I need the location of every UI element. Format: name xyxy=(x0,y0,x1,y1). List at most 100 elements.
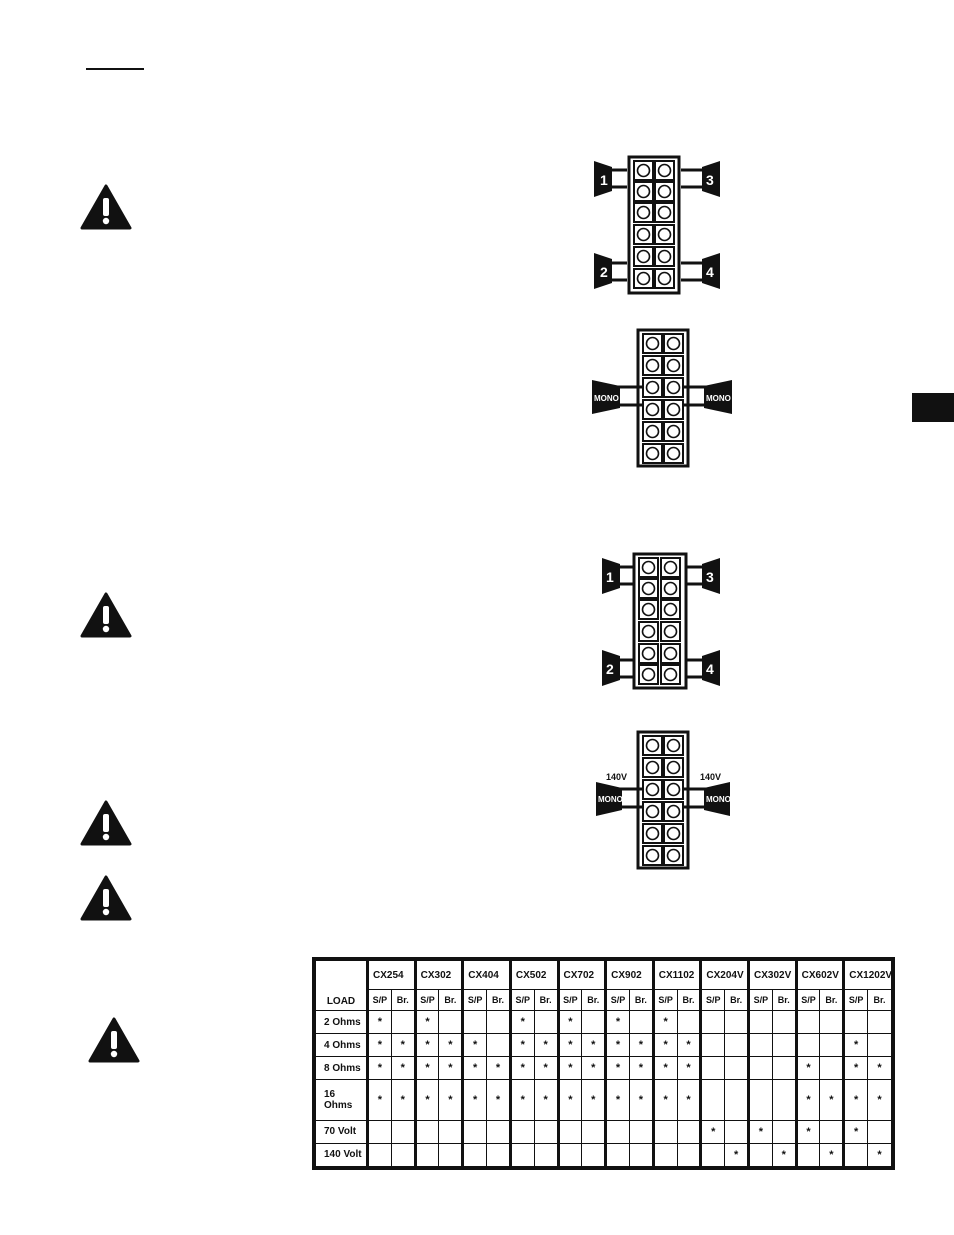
table-cell xyxy=(699,1056,726,1081)
table-cell: * xyxy=(486,1056,511,1081)
table-cell xyxy=(486,1119,511,1144)
table-cell: * xyxy=(842,1079,869,1121)
table-cell: * xyxy=(413,1009,440,1035)
table-cell: * xyxy=(413,1033,440,1058)
bridged-header: Br. xyxy=(628,989,654,1011)
table-cell xyxy=(699,1009,726,1035)
table-cell xyxy=(366,1142,392,1168)
wiring-diagram-mono-bridge: MONO MONO xyxy=(592,328,732,468)
table-cell xyxy=(461,1119,488,1144)
table-cell: * xyxy=(794,1079,821,1121)
voltage-left-label: 140V xyxy=(606,772,627,782)
header-rule xyxy=(86,68,144,70)
table-cell xyxy=(461,1009,488,1035)
sp-header: S/P xyxy=(461,989,488,1011)
wiring-diagram-four-channel-v: 1 3 2 4 xyxy=(600,552,722,692)
warning-icon xyxy=(80,592,132,638)
table-cell xyxy=(486,1033,511,1058)
table-cell: * xyxy=(556,1079,583,1121)
table-cell: * xyxy=(604,1079,630,1121)
speaker-2-label: 2 xyxy=(600,264,608,280)
table-cell: * xyxy=(628,1079,654,1121)
table-cell xyxy=(461,1142,488,1168)
table-cell xyxy=(390,1009,416,1035)
table-cell xyxy=(651,1119,678,1144)
table-cell xyxy=(413,1142,440,1168)
table-cell: * xyxy=(699,1119,726,1144)
table-cell: * xyxy=(556,1056,583,1081)
table-cell xyxy=(819,1056,845,1081)
bridged-header: Br. xyxy=(581,989,607,1011)
table-cell xyxy=(556,1142,583,1168)
table-cell: * xyxy=(366,1056,392,1081)
wiring-diagram-mono-140v: MONO MONO 140V 140V xyxy=(596,730,730,870)
table-cell: * xyxy=(461,1079,488,1121)
bridged-header: Br. xyxy=(819,989,845,1011)
table-cell xyxy=(628,1119,654,1144)
table-cell xyxy=(486,1142,511,1168)
model-header: CX302V xyxy=(747,960,797,990)
table-cell xyxy=(867,1033,892,1058)
table-cell xyxy=(438,1142,464,1168)
mono-right-label: MONO xyxy=(706,795,730,804)
table-cell: * xyxy=(438,1033,464,1058)
speaker-1-label: 1 xyxy=(600,172,608,188)
table-cell: * xyxy=(794,1056,821,1081)
table-cell xyxy=(747,1056,773,1081)
bridged-header: Br. xyxy=(867,989,892,1011)
table-cell: * xyxy=(724,1142,749,1168)
table-cell: * xyxy=(556,1009,583,1035)
table-cell: * xyxy=(842,1119,869,1144)
table-cell xyxy=(533,1119,559,1144)
speaker-4-label: 4 xyxy=(706,264,714,280)
table-row: 8 Ohms***************** xyxy=(315,1056,892,1081)
table-cell xyxy=(438,1119,464,1144)
model-header: CX902 xyxy=(604,960,654,990)
sp-header: S/P xyxy=(366,989,392,1011)
table-cell: * xyxy=(651,1079,678,1121)
table-cell: * xyxy=(556,1033,583,1058)
sp-header: S/P xyxy=(794,989,821,1011)
table-cell xyxy=(867,1009,892,1035)
bridged-header: Br. xyxy=(724,989,749,1011)
speaker-3-label: 3 xyxy=(706,172,714,188)
sp-header: S/P xyxy=(699,989,726,1011)
mono-right-label: MONO xyxy=(706,394,731,403)
sp-header: S/P xyxy=(556,989,583,1011)
bridged-header: Br. xyxy=(676,989,702,1011)
table-cell: * xyxy=(486,1079,511,1121)
table-cell: * xyxy=(628,1056,654,1081)
table-cell: * xyxy=(676,1056,702,1081)
table-cell xyxy=(556,1119,583,1144)
table-cell: * xyxy=(390,1056,416,1081)
table-cell: * xyxy=(771,1142,797,1168)
load-row-label: 4 Ohms xyxy=(315,1033,368,1058)
section-tab xyxy=(912,393,954,422)
table-cell xyxy=(581,1009,607,1035)
table-cell: * xyxy=(366,1009,392,1035)
table-cell xyxy=(390,1142,416,1168)
table-cell: * xyxy=(867,1056,892,1081)
table-cell xyxy=(842,1009,869,1035)
table-cell xyxy=(604,1119,630,1144)
model-header: CX204V xyxy=(699,960,749,990)
load-row-label: 2 Ohms xyxy=(315,1009,368,1035)
warning-icon xyxy=(80,184,132,230)
table-cell: * xyxy=(366,1079,392,1121)
model-header: CX404 xyxy=(461,960,511,990)
table-cell xyxy=(819,1033,845,1058)
table-cell: * xyxy=(508,1009,535,1035)
model-header: CX502 xyxy=(508,960,559,990)
model-header: CX1102 xyxy=(651,960,702,990)
table-cell xyxy=(747,1033,773,1058)
table-cell xyxy=(604,1142,630,1168)
table-cell: * xyxy=(366,1033,392,1058)
table-cell xyxy=(771,1009,797,1035)
table-cell: * xyxy=(819,1079,845,1121)
table-cell xyxy=(628,1009,654,1035)
load-header: LOAD xyxy=(315,960,368,1011)
table-cell xyxy=(842,1142,869,1168)
table-cell: * xyxy=(581,1056,607,1081)
sp-header: S/P xyxy=(747,989,773,1011)
